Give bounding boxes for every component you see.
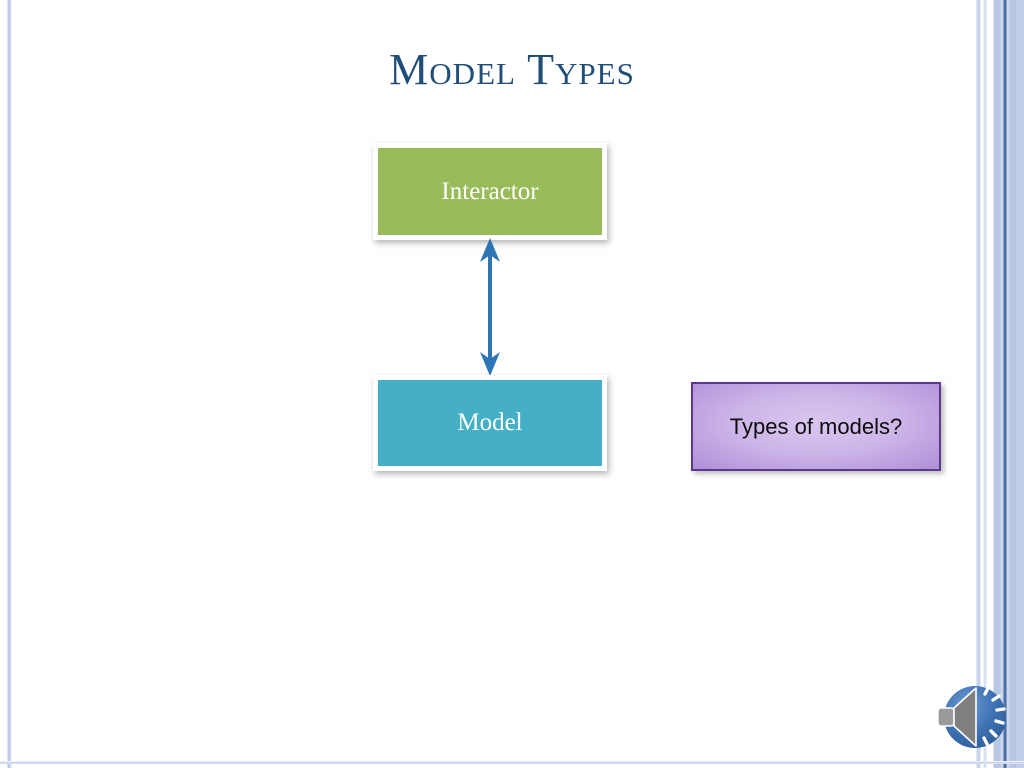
left-border-stripe — [7, 0, 12, 768]
diagram-node-interactor-label: Interactor — [441, 177, 539, 205]
double-headed-arrow-icon — [462, 236, 518, 378]
bottom-border-rule — [0, 761, 1024, 764]
callout-types-of-models[interactable]: Types of models? — [691, 382, 941, 471]
diagram-node-model[interactable]: Model — [373, 375, 607, 471]
right-decorative-stripes — [974, 0, 1024, 768]
diagram-node-interactor[interactable]: Interactor — [373, 143, 607, 240]
speaker-audio-icon[interactable] — [932, 676, 1010, 754]
diagram-node-model-label: Model — [457, 409, 523, 436]
page-title: Model Types — [389, 45, 635, 94]
callout-label: Types of models? — [729, 413, 903, 439]
